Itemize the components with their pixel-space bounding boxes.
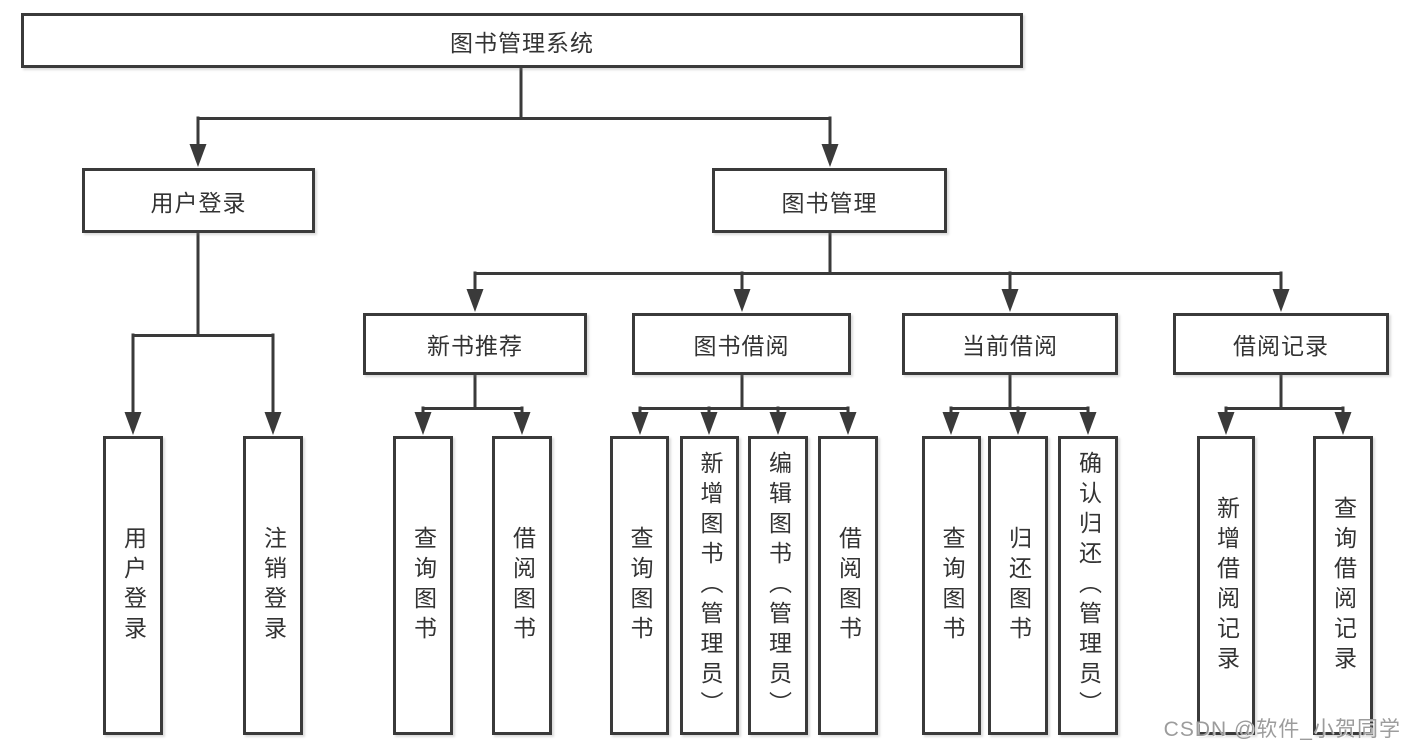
node-book-borrow: 图书借阅 <box>632 313 851 375</box>
leaf-logout: 注销登录 <box>243 436 303 735</box>
node-new-book-recommend: 新书推荐 <box>363 313 587 375</box>
node-user-login: 用户登录 <box>82 168 315 233</box>
arrowhead <box>1001 289 1019 312</box>
arrowhead <box>839 412 857 435</box>
leaf-confirm-return-admin: 确认归还（管理员） <box>1058 436 1118 735</box>
connector-current-borrow-children <box>942 373 1097 435</box>
arrowhead <box>1334 412 1352 435</box>
arrowhead <box>769 412 787 435</box>
connector-line <box>196 66 832 150</box>
node-current-borrow: 当前借阅 <box>902 313 1118 375</box>
connector-line <box>131 231 275 420</box>
connector-book-management-to-level3 <box>466 231 1290 312</box>
arrowhead <box>513 412 531 435</box>
arrowhead <box>1272 289 1290 312</box>
node-root: 图书管理系统 <box>21 13 1023 68</box>
leaf-add-borrow-record: 新增借阅记录 <box>1197 436 1255 735</box>
leaf-borrow-books: 借阅图书 <box>818 436 878 735</box>
arrowhead <box>124 412 142 435</box>
arrowhead <box>1079 412 1097 435</box>
arrowhead <box>631 412 649 435</box>
leaf-return-book: 归还图书 <box>988 436 1048 735</box>
arrowhead <box>821 144 839 167</box>
connector-line <box>949 373 1090 420</box>
connector-new-book-recommend-children <box>414 373 531 435</box>
node-borrow-records: 借阅记录 <box>1173 313 1389 375</box>
arrowhead <box>942 412 960 435</box>
leaf-borrow-books-recommend: 借阅图书 <box>492 436 552 735</box>
node-book-management: 图书管理 <box>712 168 947 233</box>
leaf-user-login: 用户登录 <box>103 436 163 735</box>
connector-line <box>1224 373 1345 420</box>
watermark: CSDN @软件_小贺同学 <box>1163 718 1401 741</box>
arrowhead <box>189 144 207 167</box>
connector-line <box>421 373 524 420</box>
leaf-query-books-current: 查询图书 <box>922 436 981 735</box>
leaf-query-books-borrow: 查询图书 <box>610 436 669 735</box>
arrowhead <box>700 412 718 435</box>
arrowhead <box>414 412 432 435</box>
connector-root-to-level2 <box>189 66 839 167</box>
arrowhead <box>1217 412 1235 435</box>
arrowhead <box>733 289 751 312</box>
connector-user-login-children <box>124 231 282 435</box>
leaf-add-book-admin: 新增图书（管理员） <box>680 436 739 735</box>
connector-line <box>473 231 1283 296</box>
arrowhead <box>466 289 484 312</box>
arrowhead <box>1009 412 1027 435</box>
arrowhead <box>264 412 282 435</box>
leaf-query-books-recommend: 查询图书 <box>393 436 453 735</box>
connector-borrow-records-children <box>1217 373 1352 435</box>
connector-line <box>638 373 850 420</box>
leaf-query-borrow-record: 查询借阅记录 <box>1313 436 1373 735</box>
connector-book-borrow-children <box>631 373 857 435</box>
leaf-edit-book-admin: 编辑图书（管理员） <box>748 436 808 735</box>
